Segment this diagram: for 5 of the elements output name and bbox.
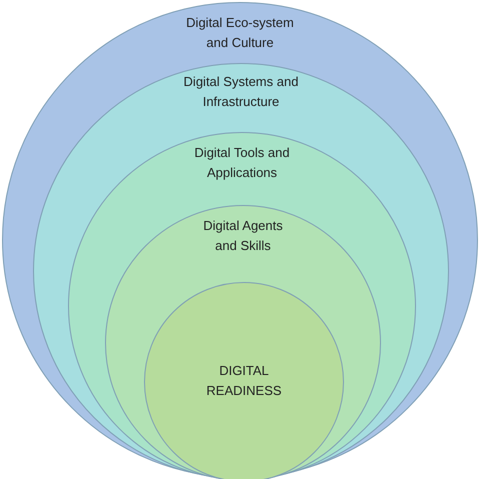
circle-label: DIGITAL READINESS bbox=[205, 362, 283, 400]
circle-label: Digital Eco-system and Culture bbox=[185, 14, 295, 52]
circle-label: Digital Agents and Skills bbox=[202, 217, 284, 255]
circle-label: Digital Systems and Infrastructure bbox=[182, 73, 300, 111]
circle-label: Digital Tools and Applications bbox=[193, 144, 291, 182]
